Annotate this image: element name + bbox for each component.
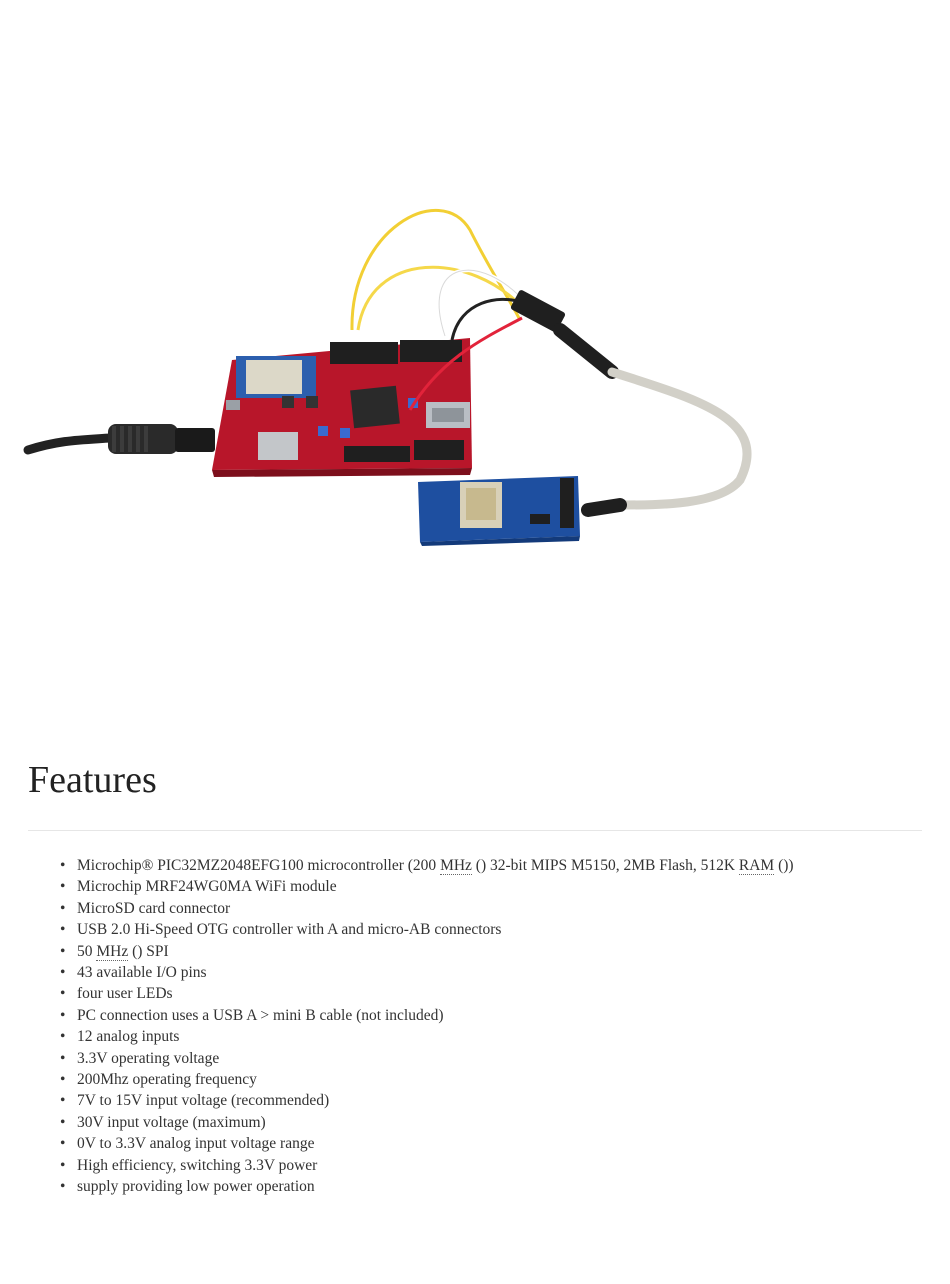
feature-item: High efficiency, switching 3.3V power: [58, 1155, 928, 1177]
feature-item: Microchip MRF24WG0MA WiFi module: [58, 876, 928, 898]
jumper-wires: [350, 209, 530, 411]
feature-item: 12 analog inputs: [58, 1026, 928, 1048]
abbreviation-term[interactable]: RAM: [738, 857, 775, 875]
feature-item: 7V to 15V input voltage (recommended): [58, 1090, 928, 1112]
feature-text: PC connection uses a USB A > mini B cabl…: [77, 1006, 444, 1024]
feature-text: ()): [774, 857, 794, 874]
feature-item: MicroSD card connector: [58, 898, 928, 920]
abbreviation-term[interactable]: MHz: [96, 942, 129, 961]
feature-text: Microchip MRF24WG0MA WiFi module: [77, 878, 337, 896]
feature-text: MicroSD card connector: [77, 899, 231, 917]
feature-text: USB 2.0 Hi-Speed OTG controller with A a…: [77, 921, 502, 939]
feature-text: 43 available I/O pins: [77, 964, 207, 982]
feature-item: 50 MHz () SPI: [58, 941, 928, 963]
feature-text: High efficiency, switching 3.3V power: [77, 1156, 318, 1174]
feature-item: supply providing low power operation: [58, 1176, 928, 1198]
feature-text: 3.3V operating voltage: [77, 1049, 220, 1067]
feature-item: Microchip® PIC32MZ2048EFG100 microcontro…: [58, 855, 928, 877]
gps-module: [418, 476, 580, 546]
abbreviation-term[interactable]: MHz: [440, 857, 472, 875]
product-photo: [23, 209, 752, 546]
feature-text: 50: [77, 942, 97, 960]
feature-text: 30V input voltage (maximum): [77, 1113, 266, 1131]
feature-text: Microchip® PIC32MZ2048EFG100 microcontro…: [77, 857, 441, 874]
feature-item: 200Mhz operating frequency: [58, 1069, 928, 1091]
sensor-cable: [510, 290, 752, 517]
feature-text: 7V to 15V input voltage (recommended): [77, 1092, 330, 1110]
feature-item: 3.3V operating voltage: [58, 1048, 928, 1070]
power-cable: [23, 424, 215, 455]
feature-text: four user LEDs: [77, 985, 173, 1003]
features-heading: Features: [28, 759, 157, 801]
board-illustration: [23, 209, 752, 546]
feature-item: 0V to 3.3V analog input voltage range: [58, 1133, 928, 1155]
feature-item: 43 available I/O pins: [58, 962, 928, 984]
section-divider: [28, 830, 922, 831]
feature-text: 12 analog inputs: [77, 1028, 180, 1046]
feature-text: () 32-bit MIPS M5150, 2MB Flash, 512K: [471, 857, 739, 874]
feature-text: () SPI: [128, 942, 169, 960]
red-dev-board: [212, 338, 472, 477]
features-list: Microchip® PIC32MZ2048EFG100 microcontro…: [58, 855, 928, 1198]
feature-item: 30V input voltage (maximum): [58, 1112, 928, 1134]
feature-text: supply providing low power operation: [77, 1178, 315, 1196]
feature-text: 200Mhz operating frequency: [77, 1071, 257, 1089]
feature-text: 0V to 3.3V analog input voltage range: [77, 1135, 315, 1153]
feature-item: PC connection uses a USB A > mini B cabl…: [58, 1005, 928, 1027]
feature-item: four user LEDs: [58, 983, 928, 1005]
feature-item: USB 2.0 Hi-Speed OTG controller with A a…: [58, 919, 928, 941]
